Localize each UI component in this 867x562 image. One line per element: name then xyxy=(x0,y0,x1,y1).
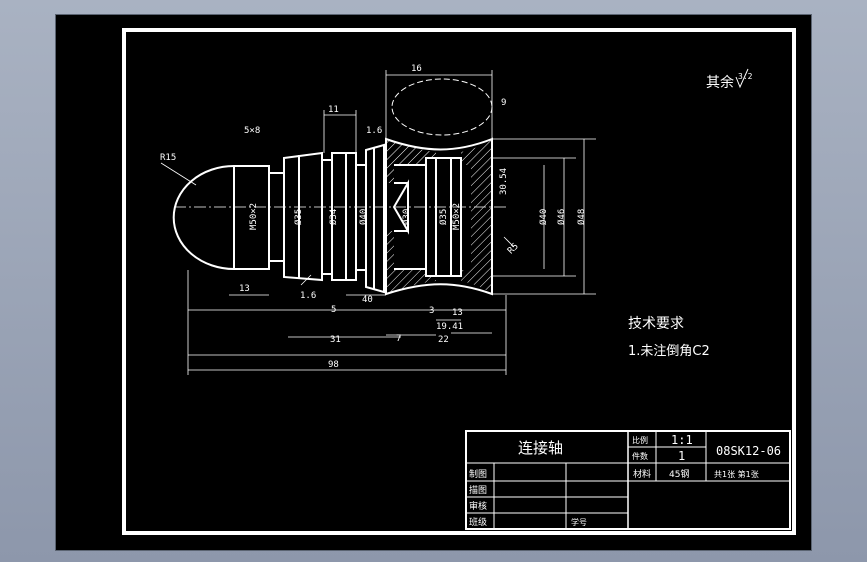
svg-text:M50×2: M50×2 xyxy=(452,203,462,230)
svg-text:5×8: 5×8 xyxy=(244,126,260,136)
svg-text:13: 13 xyxy=(452,308,463,318)
title-block xyxy=(465,430,791,530)
svg-text:11: 11 xyxy=(328,105,339,115)
svg-text:Ø40: Ø40 xyxy=(538,209,549,225)
svg-text:22: 22 xyxy=(438,335,449,345)
svg-text:制图: 制图 xyxy=(469,468,487,480)
svg-text:M50×2: M50×2 xyxy=(249,203,259,230)
svg-text:3: 3 xyxy=(429,306,434,316)
svg-text:1.6: 1.6 xyxy=(366,126,382,136)
svg-text:学号: 学号 xyxy=(571,517,587,527)
outer-border xyxy=(122,28,796,535)
title-block-text: 连接轴 比例 1:1 件数 1 08SK12-06 材料 45钢 共1张 第1张… xyxy=(469,433,781,528)
tech-req-title: 技术要求 xyxy=(628,316,684,332)
svg-text:Ø34: Ø34 xyxy=(328,209,339,225)
svg-text:R15: R15 xyxy=(160,153,176,163)
svg-text:16: 16 xyxy=(411,64,422,74)
svg-text:材料: 材料 xyxy=(633,468,651,480)
roughness-symbol-icon xyxy=(735,68,749,89)
hemisphere-head xyxy=(172,165,235,270)
svg-text:审核: 审核 xyxy=(469,500,487,512)
svg-text:30.54: 30.54 xyxy=(499,168,509,195)
svg-text:班级: 班级 xyxy=(469,516,487,528)
svg-text:5: 5 xyxy=(331,305,336,315)
tech-req-item: 1.未注倒角C2 xyxy=(628,344,710,359)
svg-text:31: 31 xyxy=(330,335,341,345)
svg-text:Ø40: Ø40 xyxy=(358,209,369,225)
svg-text:比例: 比例 xyxy=(632,435,648,445)
cad-drawing: 其余 3.2 技术要求 1.未注倒角C2 16 9 11 5×8 1.6 R15… xyxy=(122,28,796,535)
drawing-viewport[interactable]: 其余 3.2 技术要求 1.未注倒角C2 16 9 11 5×8 1.6 R15… xyxy=(55,14,812,551)
svg-text:1:1: 1:1 xyxy=(671,433,693,447)
dimension-text: 16 9 11 5×8 1.6 R15 M50×2 Ø35 Ø34 Ø40 Ø3… xyxy=(160,64,587,370)
svg-text:共1张 第1张: 共1张 第1张 xyxy=(714,469,759,479)
svg-text:7: 7 xyxy=(396,334,401,344)
dimension-lines xyxy=(160,70,596,375)
section-ellipse xyxy=(391,78,493,136)
flange-40 xyxy=(365,143,385,294)
svg-text:98: 98 xyxy=(328,360,339,370)
svg-text:19.41: 19.41 xyxy=(436,322,463,332)
svg-text:40: 40 xyxy=(362,295,373,305)
drawing-number: 08SK12-06 xyxy=(716,444,781,458)
svg-text:Ø35: Ø35 xyxy=(438,209,449,225)
roughness-value: 3.2 xyxy=(738,72,753,81)
svg-text:R5: R5 xyxy=(506,242,521,257)
roughness-note: 其余 xyxy=(706,74,734,91)
svg-text:Ø48: Ø48 xyxy=(576,209,587,225)
svg-text:1.6: 1.6 xyxy=(300,291,316,301)
shaft-part xyxy=(172,78,506,296)
svg-text:9: 9 xyxy=(501,98,506,108)
drill-point xyxy=(392,179,409,235)
svg-text:13: 13 xyxy=(239,284,250,294)
part-name: 连接轴 xyxy=(518,439,563,457)
collar-35 xyxy=(283,151,323,282)
svg-text:Ø30: Ø30 xyxy=(401,209,412,225)
svg-text:Ø46: Ø46 xyxy=(556,209,567,225)
svg-text:1: 1 xyxy=(678,449,685,463)
svg-text:45钢: 45钢 xyxy=(669,468,689,480)
svg-text:件数: 件数 xyxy=(632,451,648,461)
svg-text:Ø35: Ø35 xyxy=(293,209,304,225)
svg-text:描图: 描图 xyxy=(469,484,487,496)
